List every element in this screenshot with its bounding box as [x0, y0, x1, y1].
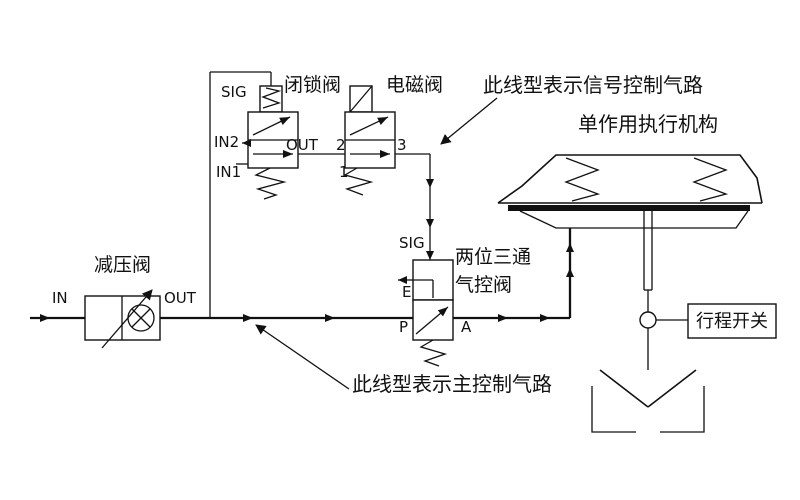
port-2-label: 2 — [336, 136, 346, 154]
actuator-label: 单作用执行机构 — [578, 112, 718, 136]
flow-arrow — [283, 150, 293, 158]
flow-arrow — [437, 307, 448, 317]
control-valve-label-1: 两位三通 — [455, 246, 531, 268]
travel-switch-box — [687, 303, 777, 339]
lock-in1-label: IN1 — [216, 163, 241, 181]
flow-arrow — [377, 117, 388, 125]
flow-arrow — [426, 219, 434, 228]
lock-valve: SIG IN2 IN1 OUT 闭锁阀 — [214, 74, 341, 200]
lock-valve-label: 闭锁阀 — [284, 74, 341, 96]
valve-seat-right — [660, 386, 705, 433]
valve-plug — [599, 369, 649, 408]
main-line-note: 此线型表示主控制气路 — [352, 372, 552, 396]
actuator-spring-right — [692, 157, 729, 202]
main-in-label: IN — [52, 289, 68, 307]
ctrl-sig-label: SIG — [399, 234, 425, 252]
control-valve-label-2: 气控阀 — [455, 274, 512, 296]
signal-air-line — [209, 71, 434, 318]
flow-arrow — [243, 314, 253, 322]
travel-switch-label: 行程开关 — [696, 311, 768, 332]
flow-arrow — [279, 117, 290, 125]
flow-arrow — [566, 268, 574, 277]
flow-arrow — [380, 150, 390, 158]
ctrl-e-label: E — [402, 283, 411, 301]
flow-arrow — [426, 179, 434, 188]
signal-note-pointer — [440, 97, 498, 145]
pilot-spring — [261, 87, 282, 109]
actuator-spring-left — [564, 157, 601, 202]
adjustment-arrow — [101, 289, 153, 349]
flow-arrow — [40, 314, 50, 322]
signal-line-note: 此线型表示信号控制气路 — [483, 73, 703, 97]
annotations: 此线型表示信号控制气路 此线型表示主控制气路 — [255, 73, 703, 396]
solenoid-valve-label: 电磁阀 — [386, 74, 443, 96]
main-air-line — [30, 228, 574, 322]
return-spring — [343, 167, 374, 196]
ctrl-a-label: A — [461, 318, 472, 336]
stem-connector — [639, 311, 657, 329]
valve-seat-left — [591, 386, 636, 433]
port-1-label: 1 — [339, 163, 349, 181]
exhaust-arrow — [398, 276, 407, 284]
travel-switch: 行程开关 — [656, 303, 777, 339]
reducing-valve-label: 减压阀 — [94, 254, 151, 276]
actuator: 单作用执行机构 — [497, 112, 763, 433]
control-valve: SIG E P A 两位三通 气控阀 — [398, 234, 531, 367]
main-out-label: OUT — [164, 289, 197, 307]
solenoid-valve: 电磁阀 2 1 3 — [336, 74, 443, 196]
port-3-label: 3 — [397, 136, 407, 154]
reducing-valve: 减压阀 IN OUT — [52, 254, 197, 349]
actuator-shell — [497, 154, 763, 204]
main-note-pointer — [255, 324, 350, 390]
flow-arrow — [566, 243, 574, 252]
flow-arrow — [540, 314, 550, 322]
return-spring — [419, 339, 448, 367]
ctrl-p-label: P — [399, 318, 408, 336]
exhaust-arrow — [242, 139, 251, 147]
lock-out-label: OUT — [286, 136, 319, 154]
flow-arrow — [325, 314, 335, 322]
lower-shell — [519, 210, 749, 229]
flow-arrow — [426, 251, 434, 260]
flow-arrow — [498, 314, 508, 322]
lock-sig-label: SIG — [221, 83, 247, 101]
return-spring — [254, 167, 287, 200]
lock-in2-label: IN2 — [214, 133, 239, 151]
